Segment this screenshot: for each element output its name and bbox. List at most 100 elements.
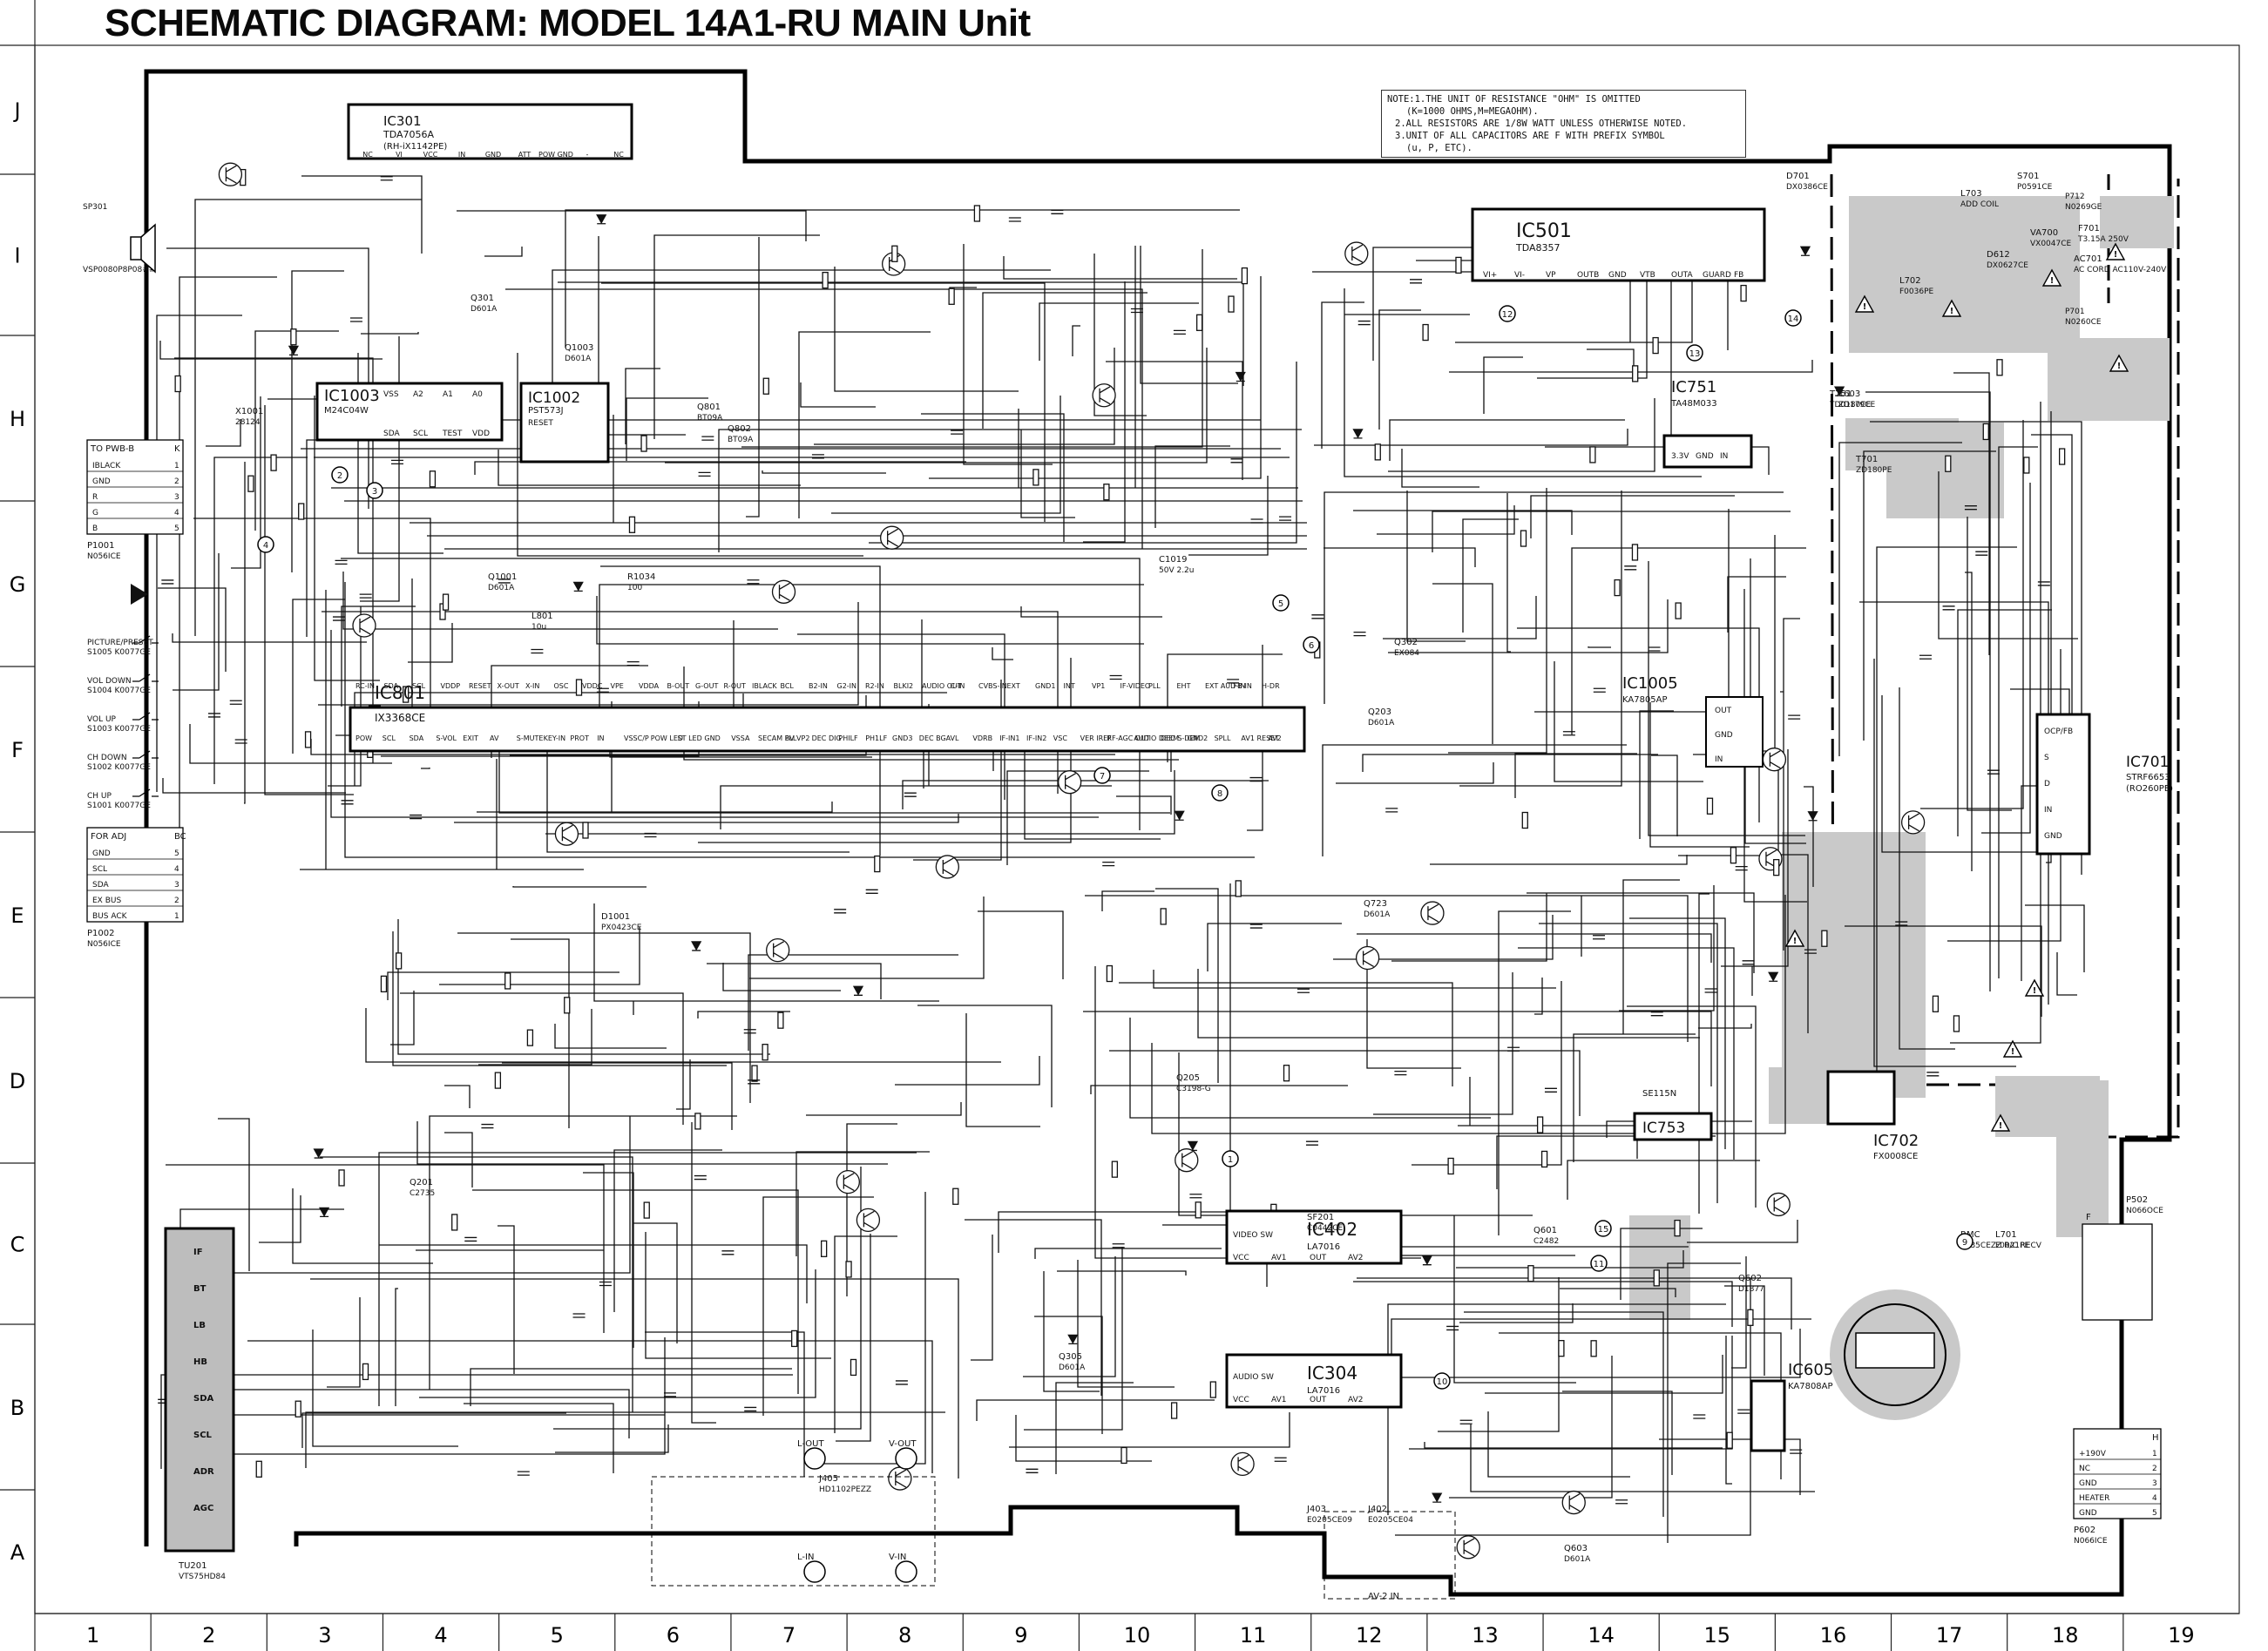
capacitor-symbol: [951, 430, 964, 435]
connector-p1001-pin-number: 1: [174, 462, 179, 470]
ic801-pin-label: GND2: [1188, 734, 1208, 742]
transistor-leads: [887, 528, 898, 547]
ic801-pin-label: GND1: [1035, 682, 1055, 690]
component-value: E0205CE09: [1307, 1516, 1352, 1525]
ic301-pin-label: VI: [396, 151, 403, 159]
connector-p502: [2082, 1223, 2153, 1321]
resistor-symbol: [174, 375, 181, 393]
capacitor-symbol: [341, 800, 354, 805]
grid-col-label: 10: [1124, 1623, 1151, 1648]
capacitor-symbol: [1742, 960, 1755, 965]
resistor-symbol: [1170, 1402, 1178, 1419]
ic1002-block: [519, 382, 610, 463]
capacitor-symbol: [1112, 1243, 1125, 1248]
component-value: BT09A: [728, 436, 754, 444]
capacitor-symbol: [698, 471, 711, 477]
transistor-symbol: [1344, 241, 1369, 266]
transistor-symbol: [1092, 383, 1116, 408]
av-jack-icon: [895, 1560, 917, 1583]
crt-socket: [1844, 1303, 1946, 1406]
ic801-pin-label: GND3: [892, 734, 912, 742]
safety-warning-mark: !: [1863, 302, 1867, 312]
diode-symbol: [1833, 386, 1845, 396]
av-jack-label: V-IN: [889, 1553, 906, 1562]
transistor-symbol: [888, 1466, 912, 1491]
ic1005-pin-label: OUT: [1715, 707, 1732, 715]
grid-row-label: G: [10, 572, 26, 597]
note-line-4: 3.UNIT OF ALL CAPACITORS ARE F WITH PREF…: [1395, 131, 1665, 141]
safety-warning-icon: [2105, 242, 2126, 261]
connector-p1001-code: N056ICE: [87, 552, 121, 561]
component-ref: T751: [1829, 389, 1852, 399]
switch-code: S1005 K0077GE: [87, 648, 151, 657]
ic801-pin-label: DEC BG: [919, 734, 946, 742]
diode-symbol: [1174, 810, 1185, 821]
ic801-pin-label: VDDC: [582, 682, 603, 690]
ic1003-pin-label: A1: [443, 390, 453, 399]
transistor-leads: [1065, 773, 1076, 792]
ic1003-pin-label: A2: [413, 390, 423, 399]
transistor-leads: [359, 616, 371, 635]
safety-warning-icon: [1941, 299, 1962, 317]
av2-jack-panel: [1324, 1511, 1456, 1600]
diode-symbol: [1421, 1255, 1432, 1266]
resistor-symbol: [526, 1029, 534, 1046]
ic801-block: [349, 706, 1306, 753]
component-value: D601A: [471, 305, 498, 314]
diode-symbol: [1067, 1334, 1079, 1344]
connector-p1001-col: K: [174, 444, 180, 454]
resistor-symbol: [380, 975, 388, 993]
component-value: C2482: [1533, 1237, 1559, 1246]
grid-col-label: 1: [86, 1623, 99, 1648]
capacitor-symbol: [335, 559, 348, 565]
grid-col-label: 8: [898, 1623, 911, 1648]
av-jack-panel: [651, 1476, 936, 1587]
transistor-leads: [1099, 386, 1111, 405]
ic1003-ref: IC1003: [324, 387, 380, 405]
resistor-symbol: [451, 1214, 458, 1231]
capacitor-symbol: [1305, 1140, 1318, 1146]
grid-col-label: 17: [1936, 1623, 1963, 1648]
capacitor-symbol: [481, 1123, 494, 1129]
ic801-pin-label: RESET: [469, 682, 491, 690]
resistor-symbol: [1558, 1340, 1565, 1357]
ic801-pin-label: IN: [597, 734, 604, 742]
grid-row-label: E: [10, 903, 24, 928]
capacitor-symbol: [644, 832, 657, 838]
ic801-pin-label: DEC DIG: [812, 734, 842, 742]
safety-warning-icon: [1990, 1113, 2011, 1132]
component-value: D601A: [1564, 1555, 1591, 1564]
ic402-block: [1225, 1209, 1403, 1265]
resistor-symbol: [2058, 448, 2066, 465]
ic801-pin-label: S-VOL: [436, 734, 457, 742]
resistor-symbol: [2023, 457, 2030, 474]
test-point-number: 15: [1598, 1225, 1609, 1235]
resistor-symbol: [1821, 930, 1828, 947]
transistor-leads: [1568, 1492, 1581, 1512]
ic801-pin-label: AV1 RESET: [1241, 734, 1279, 742]
capacitor-symbol: [1446, 1325, 1459, 1331]
ic801-pin-label: C-IN: [951, 682, 965, 690]
resistor-symbol: [494, 1072, 502, 1089]
component-ref: F701: [2078, 224, 2100, 233]
ic501-pin-label: OUTA: [1671, 271, 1693, 280]
resistor-symbol: [1653, 1269, 1660, 1287]
ic801-pin-label: SCL: [383, 734, 396, 742]
connector-p502-col: F: [2086, 1213, 2091, 1222]
diode-symbol: [572, 581, 584, 592]
ic753-ref: IC753: [1642, 1120, 1685, 1137]
ic751-pin-label: IN: [1720, 452, 1728, 461]
grid-col-label: 19: [2168, 1623, 2195, 1648]
component-ref: D612: [1987, 250, 2010, 260]
resistor-symbol: [442, 593, 450, 611]
transistor-leads: [1181, 1151, 1194, 1170]
ic801-pin-label: INT: [1064, 682, 1075, 690]
capacitor-symbol: [1895, 921, 1908, 926]
resistor-symbol: [403, 686, 410, 703]
ic1003-pin-label: VDD: [472, 430, 490, 438]
ic702-part: FX0008CE: [1873, 1152, 1918, 1161]
ic801-pin-label: AUDIO OUT: [922, 682, 962, 690]
tuner-pin-label: IF: [193, 1248, 203, 1257]
ic701-pin-label: D: [2044, 780, 2050, 788]
component-ref: SF201: [1307, 1213, 1334, 1222]
